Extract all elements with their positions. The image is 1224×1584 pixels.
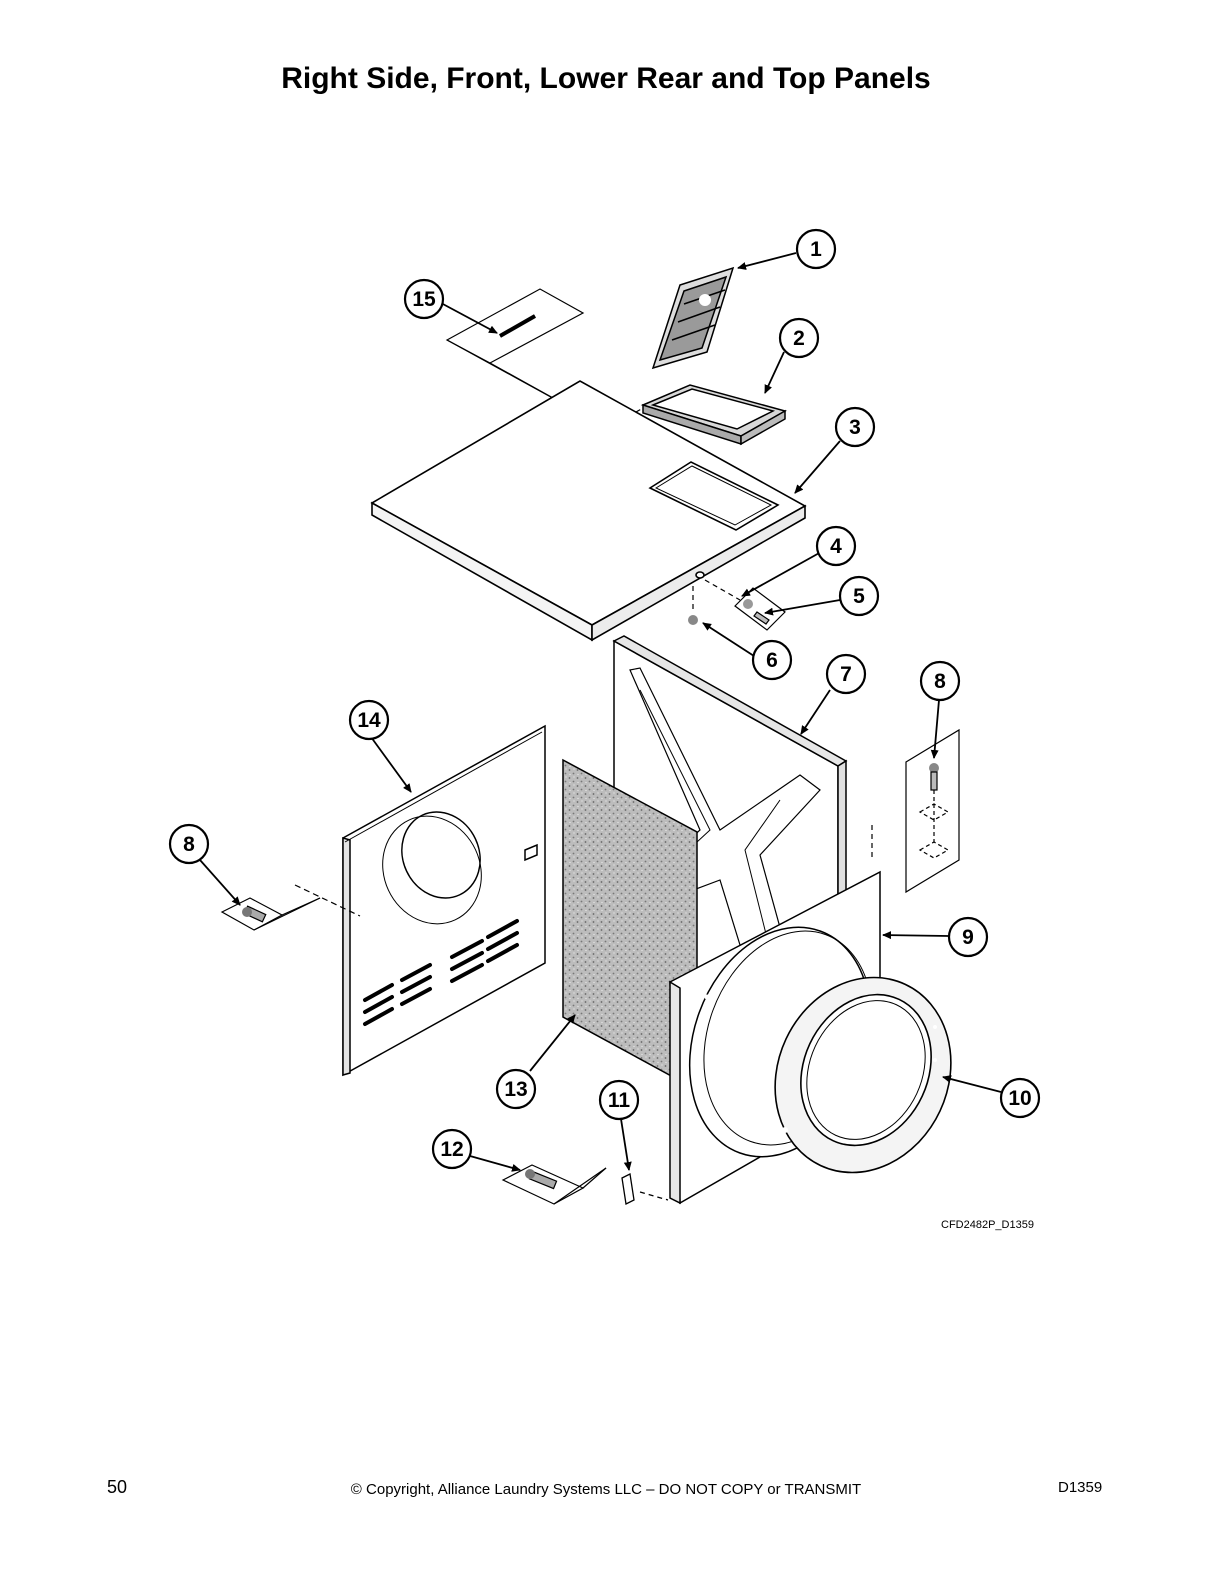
callout-10-label: 10 (1008, 1087, 1031, 1110)
page-title: Right Side, Front, Lower Rear and Top Pa… (281, 62, 931, 95)
leader-lines (199, 252, 1002, 1172)
callout-8-left-label: 8 (183, 833, 195, 856)
callout-13-label: 13 (504, 1078, 527, 1101)
callout-15: 15 (403, 278, 445, 320)
part-8-left-screw-inset (220, 884, 361, 931)
drawing-code: CFD2482P_D1359 (941, 1219, 1034, 1231)
callout-8-left: 8 (168, 823, 210, 865)
callout-6-label: 6 (766, 649, 778, 672)
callout-9: 9 (947, 916, 989, 958)
callout-4: 4 (815, 525, 857, 567)
callout-14-label: 14 (357, 709, 381, 732)
callout-10: 10 (999, 1077, 1041, 1119)
callout-1-label: 1 (810, 238, 822, 261)
callout-8-right: 8 (919, 660, 961, 702)
callout-3-label: 3 (849, 416, 861, 439)
callout-7: 7 (825, 653, 867, 695)
part-14-louvered-panel (342, 724, 546, 1077)
callout-5-label: 5 (853, 585, 865, 608)
callout-12: 12 (431, 1128, 473, 1170)
part-8-right-screw-inset (871, 728, 960, 894)
callout-4-label: 4 (830, 535, 842, 558)
callout-2-label: 2 (793, 327, 805, 350)
callout-13: 13 (495, 1068, 537, 1110)
part-11-clip (621, 1173, 669, 1205)
callout-9-label: 9 (962, 926, 974, 949)
callout-8-right-label: 8 (934, 670, 946, 693)
document-id: D1359 (1058, 1479, 1103, 1496)
part-4-5-latch-inset (688, 579, 786, 631)
callout-1: 1 (795, 228, 837, 270)
callout-5: 5 (838, 575, 880, 617)
part-2-screen-frame (640, 384, 787, 446)
part-3-top-panel (370, 380, 807, 642)
callout-7-label: 7 (840, 663, 852, 686)
callout-14: 14 (348, 699, 390, 741)
copyright-notice: © Copyright, Alliance Laundry Systems LL… (350, 1481, 862, 1498)
part-12-screw-inset (501, 1164, 607, 1205)
callout-3: 3 (834, 406, 876, 448)
part-1-lint-screen (651, 266, 735, 370)
callout-15-label: 15 (412, 288, 436, 311)
callout-11: 11 (598, 1079, 640, 1121)
callout-12-label: 12 (440, 1138, 463, 1161)
callout-6: 6 (751, 639, 793, 681)
page-number: 50 (107, 1477, 128, 1497)
callout-2: 2 (778, 317, 820, 359)
callout-11-label: 11 (608, 1089, 631, 1112)
part-10-door-ring (774, 976, 952, 1174)
